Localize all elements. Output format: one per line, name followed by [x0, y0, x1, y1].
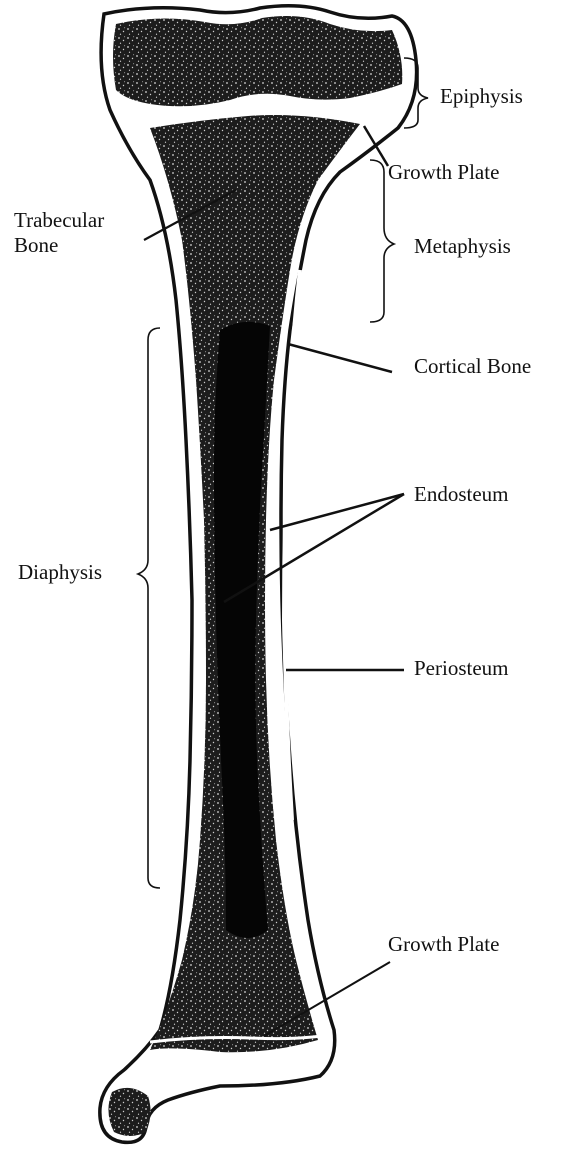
label-trabecular-line2: Bone	[14, 233, 104, 258]
leader-endosteum-1	[270, 494, 404, 530]
label-trabecular-line1: Trabecular	[14, 208, 104, 233]
label-epiphysis: Epiphysis	[440, 84, 523, 109]
label-diaphysis: Diaphysis	[18, 560, 102, 585]
diaphysis-bracket	[138, 328, 160, 888]
distal-knob	[108, 1088, 150, 1136]
label-metaphysis: Metaphysis	[414, 234, 511, 259]
label-endosteum: Endosteum	[414, 482, 509, 507]
label-growth-plate-top: Growth Plate	[388, 160, 499, 185]
label-growth-plate-bottom: Growth Plate	[388, 932, 499, 957]
label-trabecular-bone: Trabecular Bone	[14, 208, 104, 258]
label-cortical-bone: Cortical Bone	[414, 354, 531, 379]
leader-cortical	[288, 344, 392, 372]
label-periosteum: Periosteum	[414, 656, 509, 681]
